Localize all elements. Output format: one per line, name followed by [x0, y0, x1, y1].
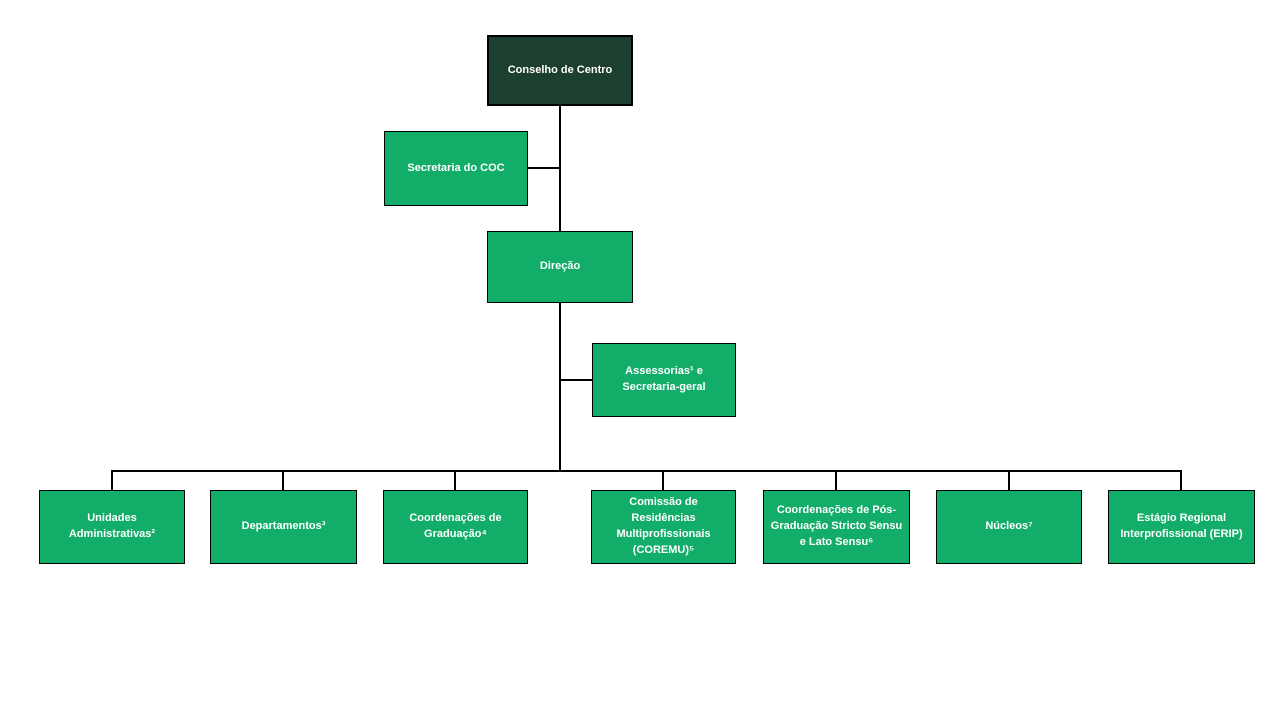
org-node-label: Comissão de Residências Multiprofissiona… [616, 496, 711, 556]
org-node-coordenacoes-de-graduacao: Coordenações de Graduação⁴ [383, 490, 528, 564]
org-node-assessorias-secretaria-geral: Assessorias¹ e Secretaria-geral [592, 343, 736, 417]
connector-stub-pos-graduacao [835, 470, 837, 491]
connector-stub-nucleos [1008, 470, 1010, 491]
org-node-nucleos: Núcleos⁷ [936, 490, 1082, 564]
connector-secretaria-trunk [528, 167, 561, 169]
org-node-direcao: Direção [487, 231, 633, 303]
org-node-unidades-administrativas: Unidades Administrativas² [39, 490, 185, 564]
org-node-label: Secretaria do COC [407, 161, 505, 174]
org-node-label: Coordenações de Pós-Graduação Stricto Se… [770, 504, 903, 548]
org-node-label: Conselho de Centro [507, 63, 613, 76]
org-node-label: Departamentos³ [241, 520, 326, 533]
org-node-label: Direção [539, 260, 581, 273]
org-node-secretaria-do-coc: Secretaria do COC [384, 131, 528, 206]
org-node-pos-graduacao: Coordenações de Pós-Graduação Stricto Se… [763, 490, 910, 564]
org-node-label: Coordenações de Graduação⁴ [409, 512, 502, 540]
connector-stub-erip [1180, 470, 1182, 491]
connector-stub-coremu [662, 470, 664, 491]
connector-stub-coordenacoes [454, 470, 456, 491]
org-node-label: Unidades Administrativas² [68, 512, 156, 540]
org-node-label: Assessorias¹ e Secretaria-geral [622, 365, 706, 393]
connector-stub-departamentos [282, 470, 284, 491]
org-node-erip: Estágio Regional Interprofissional (ERIP… [1108, 490, 1255, 564]
org-node-coremu: Comissão de Residências Multiprofissiona… [591, 490, 736, 564]
connector-bottom-bus [111, 470, 1182, 472]
org-node-label: Estágio Regional Interprofissional (ERIP… [1120, 512, 1243, 540]
org-node-conselho-de-centro: Conselho de Centro [487, 35, 633, 106]
connector-assessorias-trunk [559, 379, 593, 381]
org-node-label: Núcleos⁷ [985, 520, 1033, 533]
org-node-departamentos: Departamentos³ [210, 490, 357, 564]
connector-direcao-bus [559, 302, 561, 471]
connector-stub-unidades [111, 470, 113, 491]
